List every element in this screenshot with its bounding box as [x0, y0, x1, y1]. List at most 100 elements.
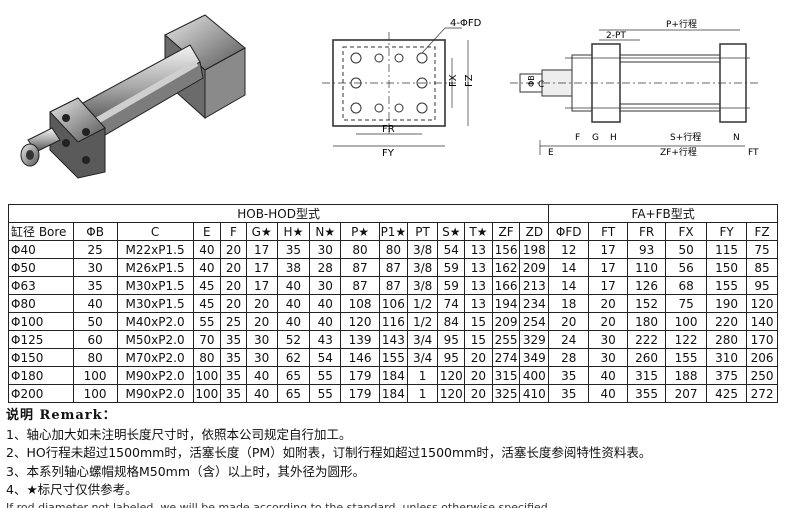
table-cell: 35 — [220, 348, 247, 367]
table-cell: M90xP2.0 — [116, 384, 194, 403]
table-cell: 65 — [276, 384, 311, 403]
label-p-stroke: P+行程 — [666, 18, 697, 30]
table-cell: 410 — [519, 384, 550, 403]
table-cell: 40 — [245, 384, 278, 403]
column-header: T★ — [464, 222, 493, 241]
table-cell: 55 — [309, 366, 342, 385]
label-fy: FY — [382, 148, 395, 159]
table-cell: 1 — [406, 366, 439, 385]
table-cell: 184 — [379, 366, 408, 385]
table-cell: 87 — [340, 276, 381, 295]
table-cell: 274 — [491, 348, 521, 367]
table-cell: Φ200 — [8, 384, 74, 403]
table-cell: 100 — [192, 384, 222, 403]
table-cell: Φ63 — [8, 276, 74, 295]
table-cell: 140 — [746, 312, 778, 331]
table-cell: 25 — [220, 312, 247, 331]
column-header: P1★ — [379, 222, 408, 241]
table-cell: 17 — [245, 276, 278, 295]
table-cell: 110 — [627, 258, 667, 277]
table-cell: 106 — [379, 294, 408, 313]
table-cell: 75 — [746, 240, 778, 259]
table-cell: 80 — [340, 240, 381, 259]
table-cell: 179 — [340, 384, 381, 403]
table-cell: 20 — [245, 312, 278, 331]
table-cell: 152 — [627, 294, 667, 313]
table-cell: 56 — [665, 258, 708, 277]
table-cell: 20 — [245, 294, 278, 313]
table-cell: Φ180 — [8, 366, 74, 385]
table-cell: 30 — [309, 276, 342, 295]
table-cell: 20 — [464, 384, 493, 403]
table-cell: 80 — [192, 348, 222, 367]
table-cell: 146 — [340, 348, 381, 367]
table-cell: 310 — [706, 348, 748, 367]
table-cell: Φ125 — [8, 330, 74, 349]
table-cell: 126 — [627, 276, 667, 295]
column-header: P★ — [340, 222, 381, 241]
table-cell: 20 — [588, 312, 629, 331]
table-cell: 122 — [665, 330, 708, 349]
table-cell: 120 — [746, 294, 778, 313]
table-cell: 14 — [548, 258, 590, 277]
table-cell: 13 — [464, 294, 493, 313]
label-h: H — [610, 133, 617, 143]
table-cell: Φ50 — [8, 258, 74, 277]
remarks: 说明 Remark： 1、轴心加大如未注明长度尺寸时，依照本公司规定自行加工。 … — [6, 407, 786, 508]
table-cell: 17 — [245, 240, 278, 259]
label-2pt: 2-PT — [606, 31, 626, 41]
table-cell: 24 — [548, 330, 590, 349]
table-cell: 20 — [220, 276, 247, 295]
table-cell: 260 — [627, 348, 667, 367]
table-cell: 38 — [276, 258, 311, 277]
table-cell: 50 — [665, 240, 708, 259]
table-cell: 35 — [72, 276, 118, 295]
column-header: ΦB — [72, 222, 118, 241]
table-cell: 20 — [220, 240, 247, 259]
table-cell: 255 — [491, 330, 521, 349]
table-cell: 17 — [588, 240, 629, 259]
table-cell: 3/8 — [406, 240, 439, 259]
table-cell: 55 — [192, 312, 222, 331]
table-cell: 15 — [464, 330, 493, 349]
table-cell: 3/4 — [406, 348, 439, 367]
column-header: ΦFD — [548, 222, 590, 241]
table-cell: 315 — [627, 366, 667, 385]
table-cell: 35 — [276, 240, 311, 259]
table-cell: 87 — [379, 258, 408, 277]
table-cell: 17 — [245, 258, 278, 277]
table-cell: 220 — [706, 312, 748, 331]
table-cell: 95 — [437, 348, 466, 367]
table-cell: 59 — [437, 258, 466, 277]
table-cell: 194 — [491, 294, 521, 313]
table-cell: 179 — [340, 366, 381, 385]
table-cell: 28 — [309, 258, 342, 277]
table-cell: 40 — [588, 366, 629, 385]
table-cell: 355 — [627, 384, 667, 403]
table-cell: 68 — [665, 276, 708, 295]
table-cell: 162 — [491, 258, 521, 277]
table-cell: 15 — [464, 312, 493, 331]
column-header: E — [192, 222, 222, 241]
group-fa: FA+FB型式 — [548, 204, 778, 223]
table-cell: 40 — [309, 294, 342, 313]
table-cell: 30 — [72, 258, 118, 277]
table-cell: Φ150 — [8, 348, 74, 367]
table-cell: 234 — [519, 294, 550, 313]
group-hob: HOB-HOD型式 — [7, 204, 550, 223]
table-cell: M50xP2.0 — [116, 330, 194, 349]
label-fx: FX — [448, 74, 459, 87]
table-cell: 35 — [548, 384, 590, 403]
table-cell: 280 — [706, 330, 748, 349]
table-cell: 150 — [706, 258, 748, 277]
table-cell: 100 — [72, 366, 118, 385]
table-cell: 45 — [192, 276, 222, 295]
label-c: C — [538, 80, 544, 90]
column-header: ZD — [519, 222, 550, 241]
table-cell: 156 — [491, 240, 521, 259]
